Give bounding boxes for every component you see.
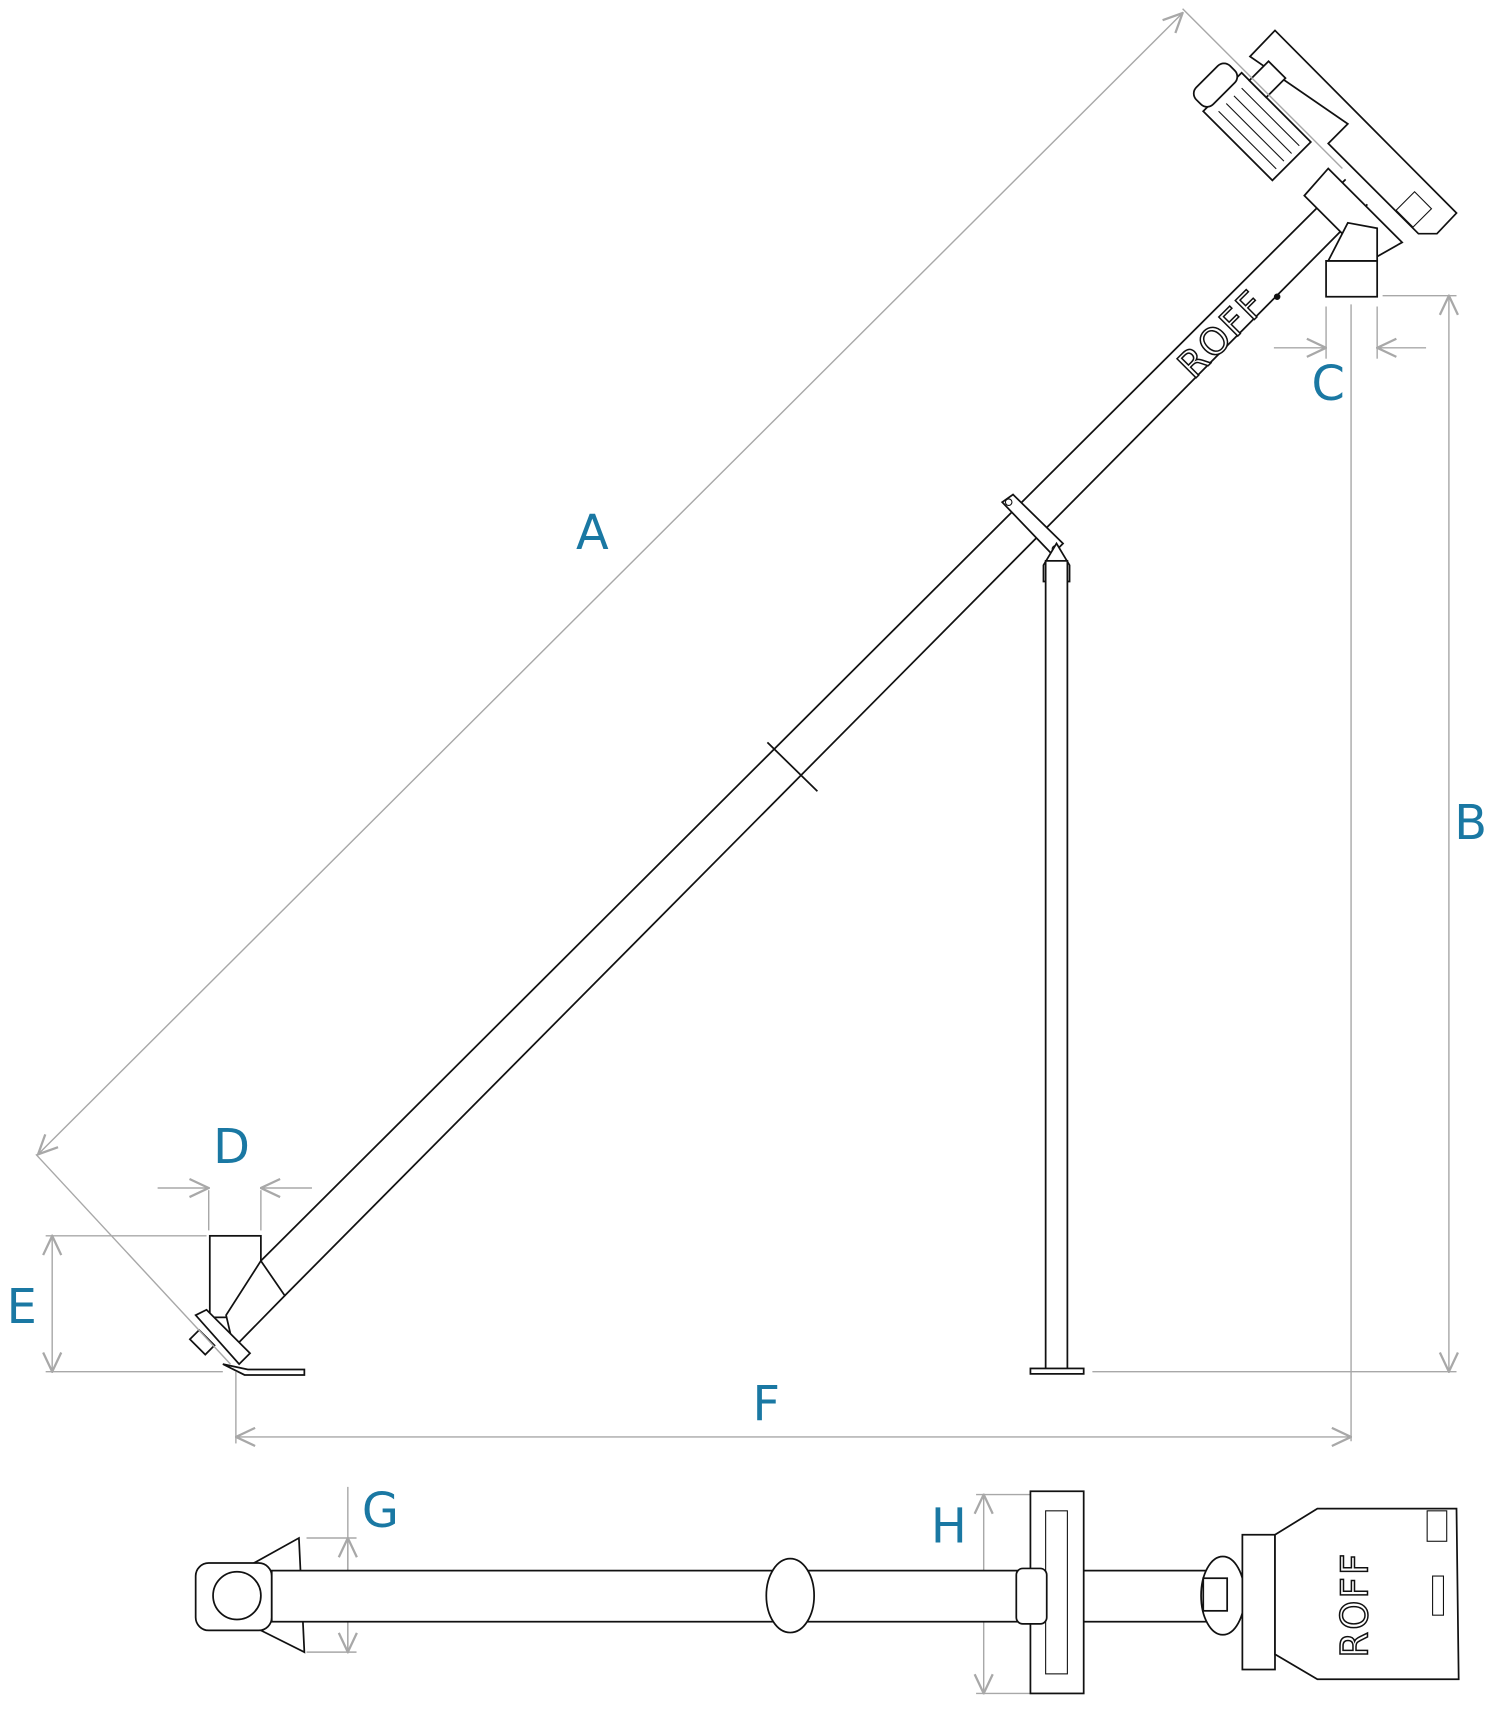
label-h: H [931, 1499, 967, 1554]
brand-logo-tube: ROFF [1169, 281, 1274, 386]
dimension-lines [35, 8, 1457, 1694]
label-b: B [1454, 796, 1487, 851]
drive-box-top [1274, 1507, 1460, 1681]
label-e: E [7, 1280, 37, 1335]
support-foot [1029, 1367, 1085, 1375]
tube-bolt [1273, 293, 1281, 300]
drive-mount-plate [1241, 1533, 1276, 1671]
label-g: G [362, 1484, 399, 1539]
motor [1192, 60, 1313, 182]
side-view: ROFF [188, 29, 1458, 1376]
flange-top [765, 1557, 815, 1634]
support-leg [1044, 559, 1069, 1371]
brand-logo-box: ROFF [1333, 1552, 1376, 1658]
label-f: F [753, 1378, 781, 1433]
label-c: C [1312, 357, 1345, 412]
outlet-hopper [1325, 259, 1379, 298]
top-view: ROFF [194, 1490, 1460, 1695]
base-foot [222, 1363, 306, 1376]
end-plate [194, 1308, 252, 1366]
label-d: D [213, 1120, 250, 1175]
label-a: A [576, 506, 609, 561]
